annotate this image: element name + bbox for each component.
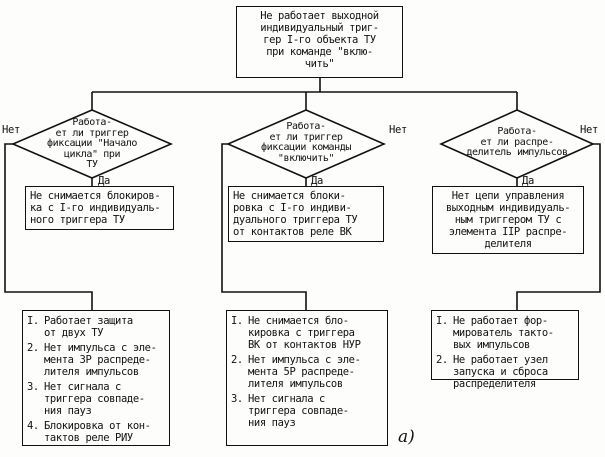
question-text-2: Работа- ет ли триггер фиксации команды "… [261, 121, 351, 164]
check-item: 2.Не работает узел запуска и сброса расп… [436, 354, 548, 390]
checks-box-3: I.Не работает фор- мирователь такто- вых… [431, 310, 579, 390]
check-item: I.Не снимается бло- кировка с триггера В… [231, 315, 361, 351]
check-item: 2.Нет импульса с эле- мента 5Р распреде-… [231, 354, 361, 390]
check-item: I.Не работает фор- мирователь такто- вых… [436, 315, 554, 351]
check-item: I.Работает защита от двух ТУ [27, 315, 133, 339]
check-item: 2.Нет импульса с эле- мента ЗР распреде-… [27, 342, 157, 378]
figure-label: а) [398, 427, 415, 447]
cause-text-2: Не снимается блоки- ровка с I-го индиви-… [233, 190, 358, 238]
question-text-1: Работа- ет ли триггер фиксации "Начало ц… [47, 117, 137, 170]
no-label-3: Нет [580, 124, 599, 136]
cause-box-3: Нет цепи управления выходным индивидуаль… [432, 186, 584, 254]
no-line-2 [221, 143, 307, 310]
checks-box-2: I.Не снимается бло- кировка с триггера В… [226, 310, 388, 446]
cause-box-1: Не снимается блокиров- ка с I-го индивид… [25, 186, 174, 230]
check-item: 3.Нет сигнала с триггера совпаде- ния па… [231, 393, 349, 429]
check-item: 3.Нет сигнала с триггера совпаде- ния па… [27, 381, 145, 417]
top-problem-text: Не работает выходной индивидуальный триг… [260, 10, 379, 70]
yes-label-3: Да [522, 175, 535, 187]
yes-label-2: Да [311, 175, 324, 187]
top-problem-box: Не работает выходной индивидуальный триг… [236, 6, 403, 78]
cause-text-3: Нет цепи управления выходным индивидуаль… [445, 190, 571, 250]
check-item: 4.Блокировка от кон- тактов реле РИУ [27, 420, 151, 444]
cause-text-1: Не снимается блокиров- ка с I-го индивид… [30, 190, 161, 226]
no-label-1: Нет [2, 124, 21, 136]
no-line-3 [516, 143, 601, 310]
yes-label-1: Да [98, 175, 111, 187]
question-text-3: Работа- ет ли распре- делитель импульсов [466, 126, 568, 158]
checks-box-1: I.Работает защита от двух ТУ 2.Нет импул… [22, 310, 170, 446]
no-line-1 [4, 143, 93, 310]
cause-box-2: Не снимается блоки- ровка с I-го индиви-… [228, 186, 384, 242]
no-label-2: Нет [389, 124, 408, 136]
